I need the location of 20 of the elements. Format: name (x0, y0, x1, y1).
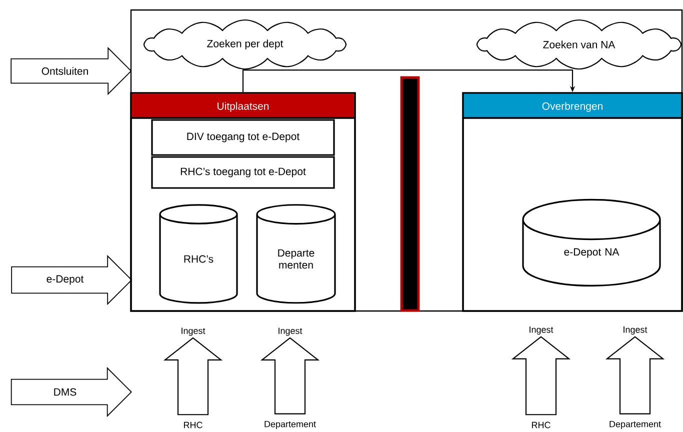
block-arrow (163, 337, 223, 416)
edge-label: Ingest (180, 326, 206, 337)
database-cylinder: e-Depot NA (522, 198, 661, 287)
connector-arrow (242, 70, 576, 92)
block-arrow (605, 336, 665, 414)
separator-bar (400, 76, 420, 312)
block-arrow (260, 337, 320, 414)
source-label: Departement (264, 420, 316, 430)
source-label: RHC (184, 422, 202, 428)
source-label: Departement (610, 420, 661, 430)
edge-label: Ingest (528, 326, 554, 336)
edge-label: Ingest (622, 326, 648, 336)
diagram-frame (130, 9, 683, 312)
block-arrow (511, 336, 571, 416)
database-cylinder: RHC’s (159, 204, 238, 304)
database-cylinder: Departe menten (256, 204, 336, 304)
text-box: RHC’s toegang tot e-Depot (151, 156, 335, 189)
edge-label: Ingest (276, 326, 304, 337)
source-label: RHC (532, 422, 550, 428)
text-box: DIV toegang tot e-Depot (151, 119, 335, 156)
